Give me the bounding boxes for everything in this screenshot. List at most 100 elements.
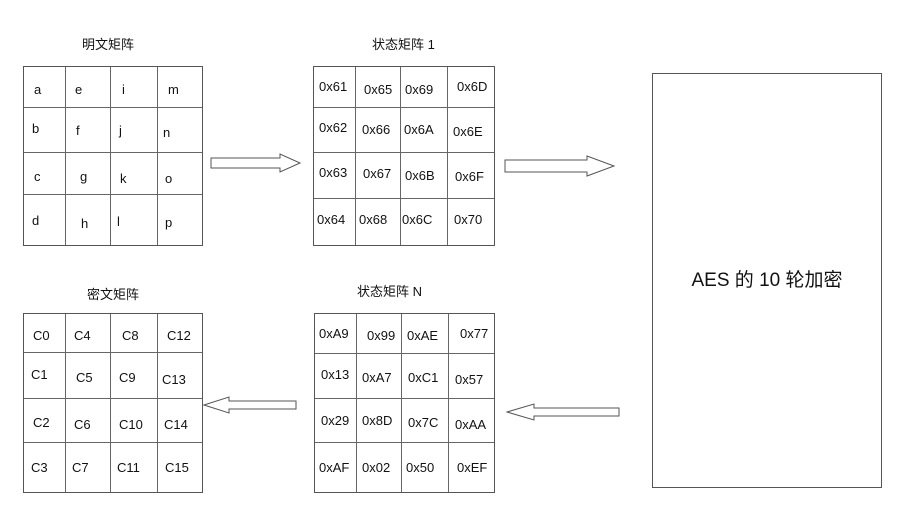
matrix-cell: e (75, 82, 83, 97)
grid-line (24, 152, 202, 153)
plaintext-matrix: a e i m b f j n c g k o d h l p (23, 66, 203, 246)
ciphertext-matrix: C0 C4 C8 C12 C1 C5 C9 C13 C2 C6 C10 C14 … (23, 313, 203, 493)
matrix-cell: C3 (31, 460, 48, 475)
matrix-cell: C12 (167, 328, 191, 343)
grid-line (400, 67, 401, 245)
matrix-cell: 0xEF (457, 460, 488, 475)
matrix-cell: 0x6E (453, 124, 483, 139)
grid-line (24, 107, 202, 108)
matrix-cell: 0xC1 (408, 370, 439, 385)
matrix-cell: i (122, 82, 125, 97)
grid-line (315, 442, 494, 443)
matrix-cell: C1 (31, 367, 48, 382)
grid-line (24, 398, 202, 399)
aes-rounds-label: AES 的 10 轮加密 (691, 269, 843, 291)
state-matrix-n-title: 状态矩阵 N (357, 284, 423, 299)
matrix-cell: 0x7C (408, 415, 439, 430)
matrix-cell: 0x6C (402, 212, 433, 227)
grid-line (447, 67, 448, 245)
matrix-cell: l (117, 214, 120, 229)
arrow-right-state1-to-aes (504, 155, 616, 177)
matrix-cell: C11 (117, 460, 140, 475)
matrix-cell: 0x8D (362, 413, 393, 428)
grid-line (448, 314, 449, 492)
grid-line (65, 314, 66, 492)
plaintext-matrix-title: 明文矩阵 (82, 37, 135, 52)
matrix-cell: 0x62 (319, 120, 348, 135)
matrix-cell: k (120, 171, 127, 186)
matrix-cell: C0 (33, 328, 50, 343)
matrix-cell: 0x29 (321, 413, 350, 428)
matrix-cell: f (76, 123, 80, 138)
matrix-cell: C4 (74, 328, 91, 343)
grid-line (110, 314, 111, 492)
grid-line (110, 67, 111, 245)
matrix-cell: C10 (119, 417, 143, 432)
matrix-cell: o (165, 171, 173, 186)
arrow-right-plaintext-to-state1 (210, 153, 302, 173)
matrix-cell: 0x65 (364, 82, 393, 97)
matrix-cell: C7 (72, 460, 89, 475)
matrix-cell: 0x13 (321, 367, 350, 382)
grid-line (314, 152, 494, 153)
matrix-cell: 0xA7 (362, 370, 392, 385)
aes-rounds-box: AES 的 10 轮加密 (652, 73, 882, 488)
grid-line (401, 314, 402, 492)
matrix-cell: 0xAE (407, 328, 439, 343)
grid-line (24, 194, 202, 195)
matrix-cell: 0x6F (455, 169, 484, 184)
grid-line (355, 67, 356, 245)
matrix-cell: 0x67 (363, 166, 392, 181)
matrix-cell: d (32, 213, 40, 228)
matrix-cell: 0xA9 (319, 326, 349, 341)
matrix-cell: c (34, 169, 41, 184)
grid-line (315, 398, 494, 399)
matrix-cell: j (119, 123, 122, 138)
matrix-cell: 0x6D (457, 79, 488, 94)
ciphertext-matrix-title: 密文矩阵 (87, 287, 140, 302)
matrix-cell: b (32, 121, 40, 136)
matrix-cell: a (34, 82, 42, 97)
matrix-cell: 0x6B (405, 168, 435, 183)
matrix-cell: C13 (162, 372, 186, 387)
grid-line (24, 352, 202, 353)
grid-line (24, 442, 202, 443)
grid-line (157, 314, 158, 492)
grid-line (315, 353, 494, 354)
matrix-cell: C5 (76, 370, 93, 385)
grid-line (157, 67, 158, 245)
matrix-cell: 0x6A (404, 122, 434, 137)
grid-line (65, 67, 66, 245)
matrix-cell: h (81, 216, 89, 231)
matrix-cell: 0xAA (455, 417, 487, 432)
state-matrix-1-title: 状态矩阵 1 (372, 37, 435, 52)
matrix-cell: 0x57 (455, 372, 484, 387)
matrix-cell: 0x02 (362, 460, 391, 475)
grid-line (314, 198, 494, 199)
matrix-cell: 0x68 (359, 212, 388, 227)
arrow-left-staten-to-ciphertext (203, 396, 297, 414)
matrix-cell: C9 (119, 370, 136, 385)
matrix-cell: 0x77 (460, 326, 489, 341)
matrix-cell: 0x70 (454, 212, 483, 227)
state-matrix-n: 0xA9 0x99 0xAE 0x77 0x13 0xA7 0xC1 0x57 … (314, 313, 495, 493)
matrix-cell: 0x63 (319, 165, 348, 180)
grid-line (356, 314, 357, 492)
state-matrix-1: 0x61 0x65 0x69 0x6D 0x62 0x66 0x6A 0x6E … (313, 66, 495, 246)
matrix-cell: g (80, 169, 88, 184)
arrow-left-aes-to-staten (506, 403, 620, 421)
matrix-cell: 0x50 (406, 460, 435, 475)
matrix-cell: 0x99 (367, 328, 396, 343)
matrix-cell: m (168, 82, 179, 97)
matrix-cell: 0x64 (317, 212, 346, 227)
matrix-cell: 0x69 (405, 82, 434, 97)
matrix-cell: C2 (33, 415, 50, 430)
matrix-cell: n (163, 125, 171, 140)
matrix-cell: C8 (122, 328, 139, 343)
matrix-cell: C15 (165, 460, 189, 475)
matrix-cell: C6 (74, 417, 91, 432)
matrix-cell: 0x61 (319, 79, 348, 94)
matrix-cell: 0x66 (362, 122, 391, 137)
matrix-cell: 0xAF (319, 460, 350, 475)
grid-line (314, 107, 494, 108)
